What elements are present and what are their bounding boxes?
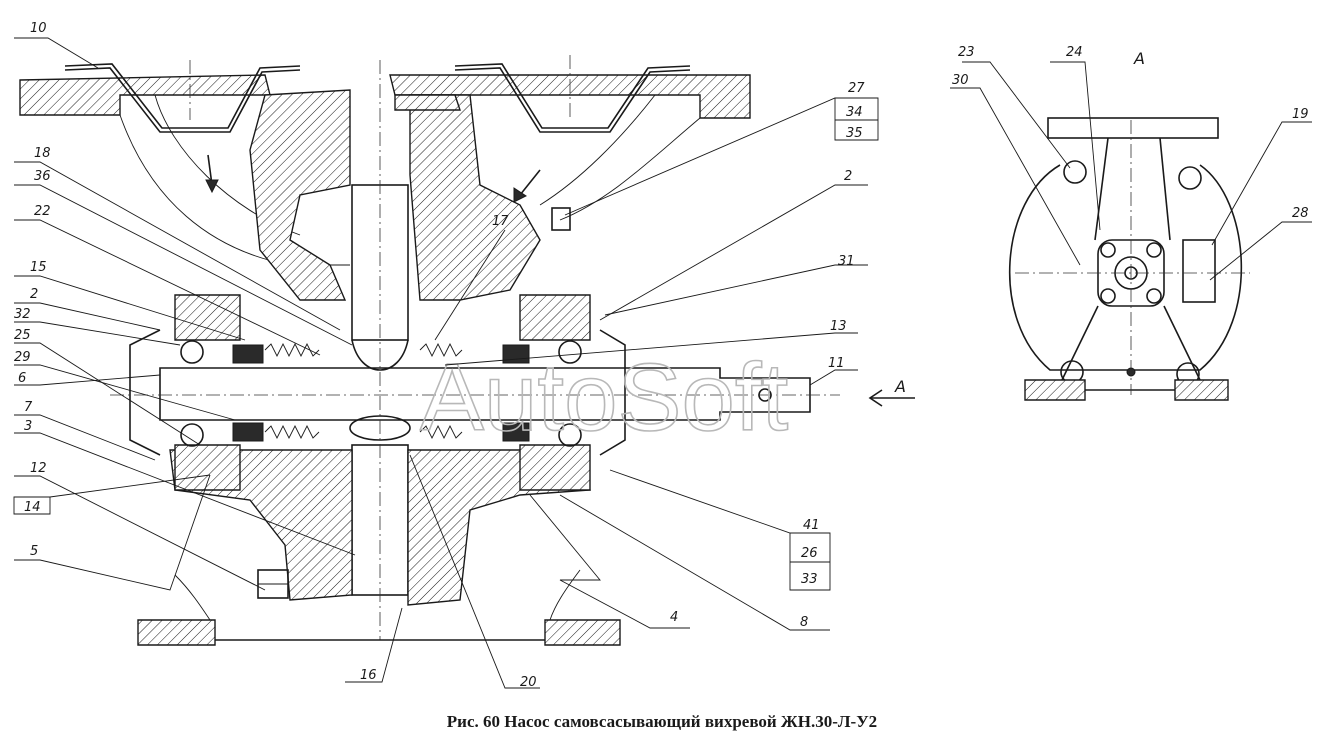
callout-34: 34: [846, 105, 863, 120]
arrow-a-label: А: [894, 377, 906, 396]
callout-16: 16: [360, 668, 377, 683]
callout-12: 12: [30, 461, 47, 476]
callout-19: 19: [1292, 107, 1309, 122]
leader-lines: [13, 37, 1312, 689]
callout-36: 36: [34, 169, 51, 184]
callout-18: 18: [34, 146, 51, 161]
callout-4: 4: [670, 610, 678, 625]
watermark: AutoSoft: [420, 344, 788, 451]
callout-26: 26: [801, 546, 818, 561]
callout-25: 25: [14, 328, 31, 343]
callout-3: 3: [24, 419, 32, 434]
end-view-a: [1008, 117, 1250, 401]
callout-5: 5: [30, 544, 38, 559]
callout-29: 29: [14, 350, 31, 365]
callout-32: 32: [14, 307, 31, 322]
callout-28: 28: [1292, 206, 1309, 221]
callout-2-left: 2: [30, 287, 38, 302]
callout-27: 27: [848, 81, 865, 96]
main-section-view: [19, 55, 915, 646]
view-a-label: А: [1133, 49, 1145, 68]
callout-7: 7: [24, 400, 33, 415]
callout-11: 11: [828, 356, 845, 371]
callout-6: 6: [18, 371, 26, 386]
callout-35: 35: [846, 126, 863, 141]
callout-2-right: 2: [844, 169, 852, 184]
callout-17: 17: [492, 214, 509, 229]
figure-caption: Рис. 60 Насос самовсасывающий вихревой Ж…: [446, 712, 878, 731]
callout-10: 10: [30, 21, 47, 36]
callout-8: 8: [800, 615, 808, 630]
callout-14: 14: [24, 500, 41, 515]
callout-20: 20: [520, 675, 537, 690]
callout-30: 30: [952, 73, 969, 88]
callout-31: 31: [838, 254, 855, 269]
callout-labels: 10 18 36 22 15 2 32 25 29 6 7 3 12 14 5 …: [14, 21, 1309, 690]
callout-33: 33: [801, 572, 818, 587]
callout-41: 41: [803, 518, 820, 533]
callout-24: 24: [1066, 45, 1083, 60]
callout-15: 15: [30, 260, 47, 275]
callout-22: 22: [34, 204, 51, 219]
callout-23: 23: [958, 45, 975, 60]
callout-13: 13: [830, 319, 847, 334]
